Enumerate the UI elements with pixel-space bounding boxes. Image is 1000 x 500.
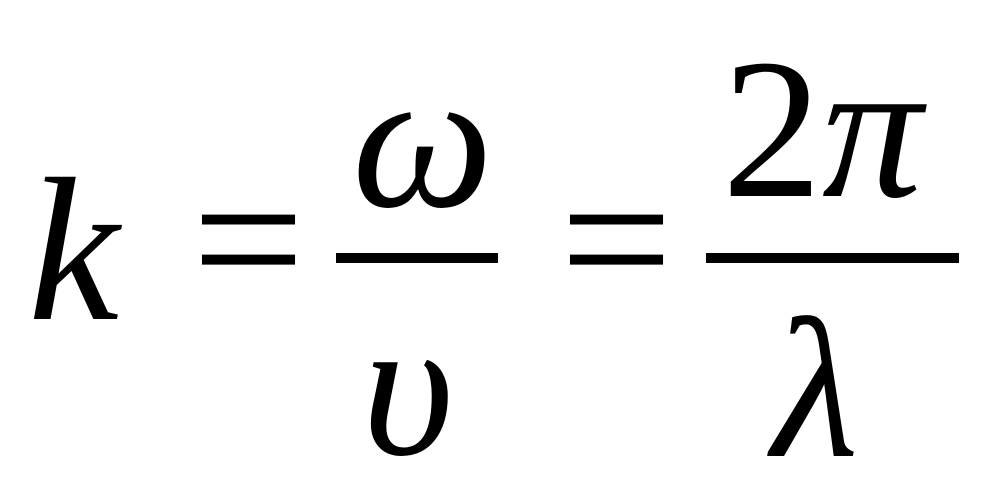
two-pi-numerator: 2π (722, 30, 922, 230)
equals-sign-2: = (560, 129, 673, 350)
fraction-bar-1 (336, 253, 498, 263)
equals-sign-1: = (192, 129, 305, 350)
velocity-denominator: υ (362, 277, 454, 498)
wave-number-symbol: k (28, 137, 119, 364)
fraction-bar-2 (706, 253, 959, 263)
wavelength-denominator: λ (772, 279, 859, 500)
numerator-two: 2 (722, 19, 822, 240)
angular-frequency-numerator: ω (352, 29, 494, 250)
pi-symbol: π (822, 19, 923, 240)
